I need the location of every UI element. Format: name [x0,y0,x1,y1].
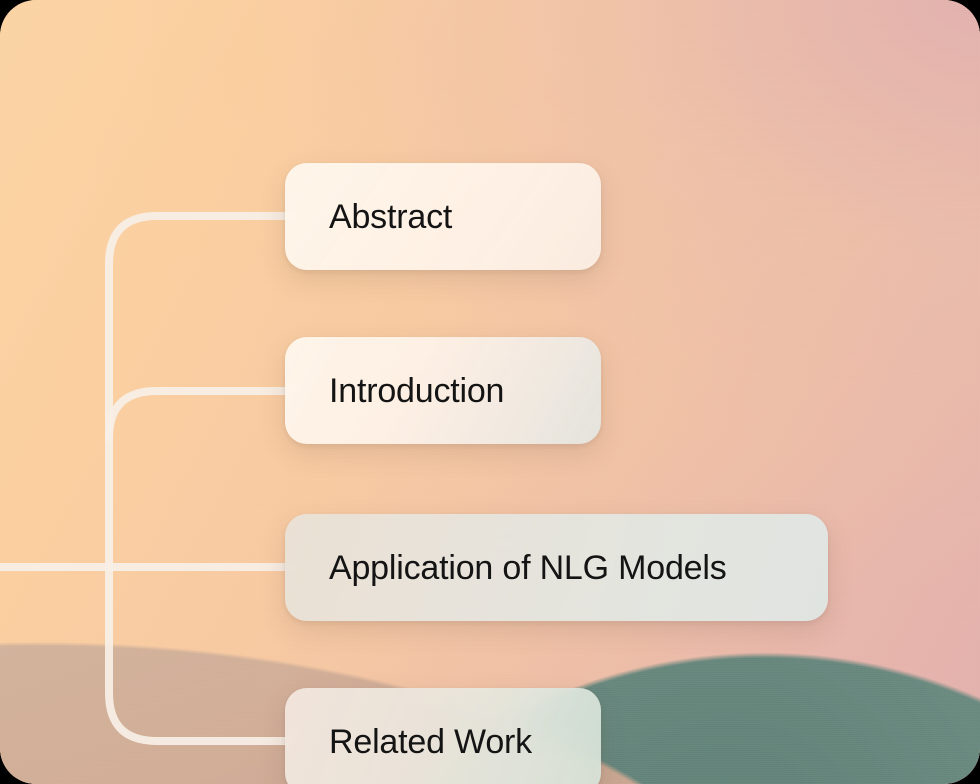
connector-to-abstract [105,212,295,571]
node-label-related-work: Related Work [329,722,532,761]
node-card-application-of-nlg-models[interactable]: Application of NLG Models [285,514,828,621]
node-card-related-work[interactable]: Related Work [285,688,601,784]
connector-to-introduction [105,387,295,442]
node-label-introduction: Introduction [329,371,505,410]
connector-to-related-work [105,563,295,745]
node-label-application-of-nlg-models: Application of NLG Models [329,548,727,587]
node-label-abstract: Abstract [329,197,453,236]
node-card-abstract[interactable]: Abstract [285,163,601,270]
node-card-introduction[interactable]: Introduction [285,337,601,444]
